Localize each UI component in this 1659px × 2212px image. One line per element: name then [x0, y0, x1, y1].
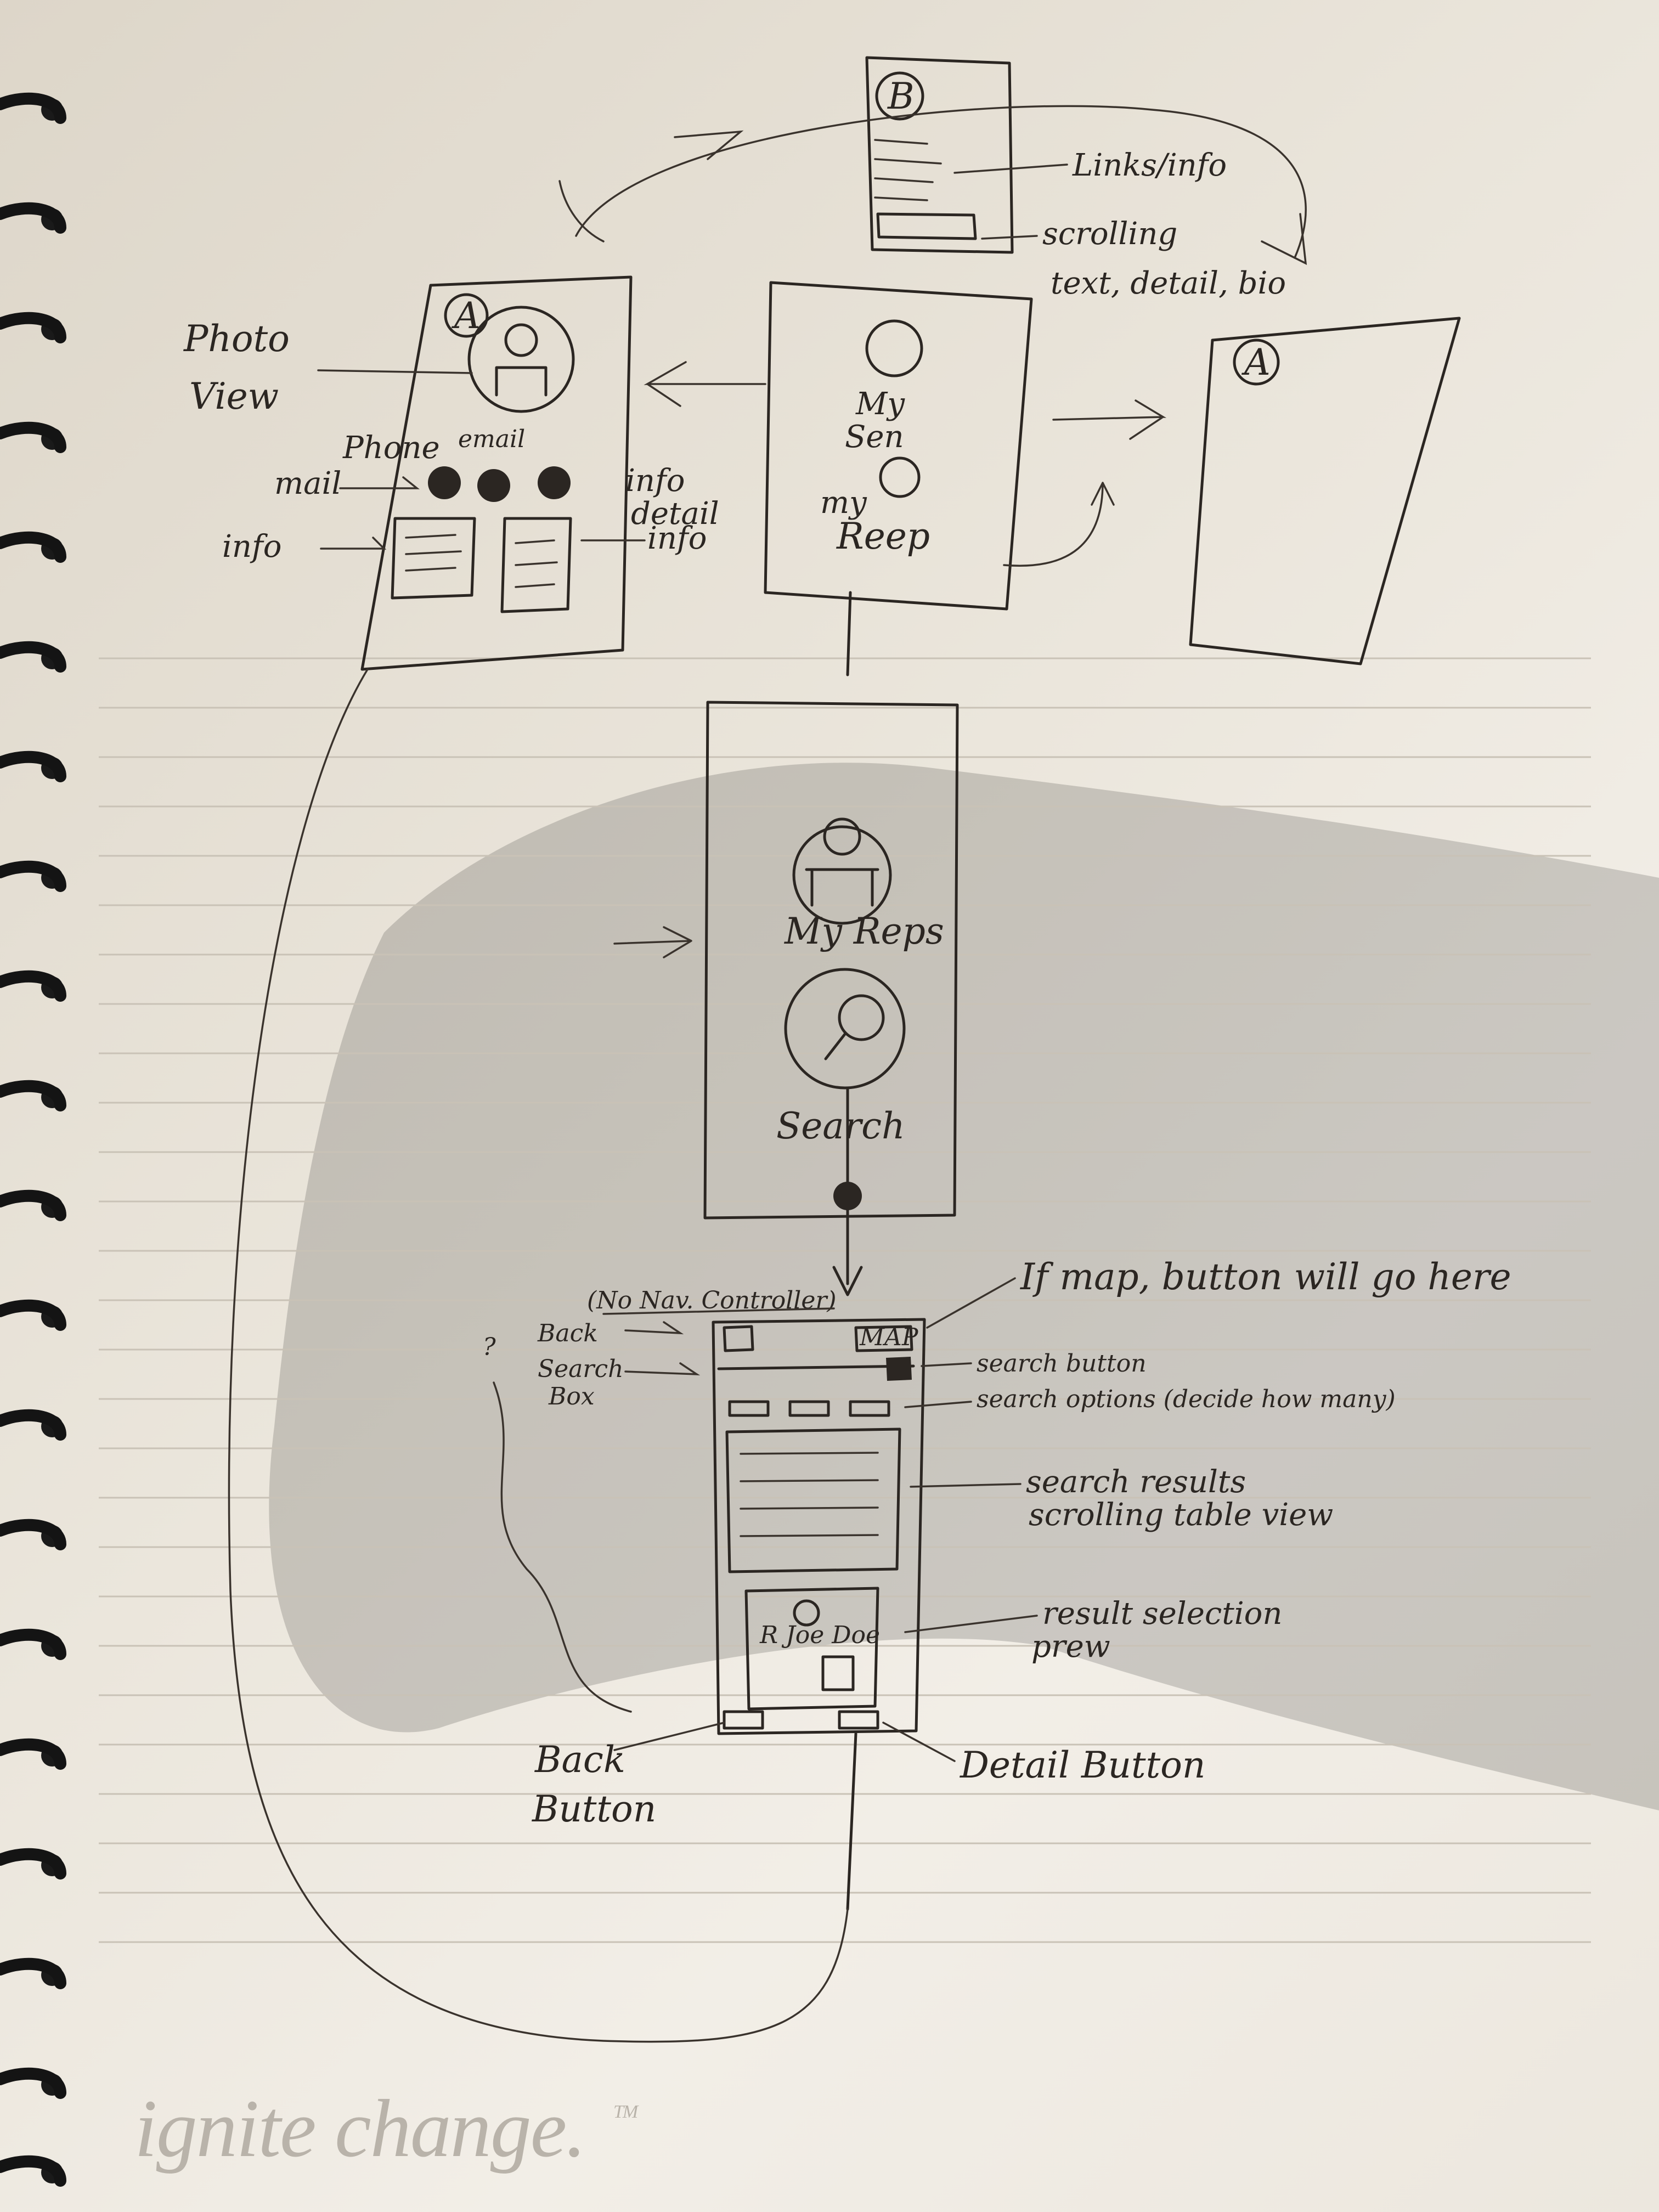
detail-button-annotation: Detail Button [960, 1744, 1205, 1786]
result-selection-annotation-2: prew [1031, 1629, 1110, 1664]
screen-a-right-sketch: A [1189, 317, 1461, 665]
info-detail-annotation-1: info [625, 463, 685, 499]
nav-controller-annotation: (No Nav. Controller) [587, 1286, 837, 1314]
phone-annotation: Phone [342, 430, 440, 466]
screen-search-sketch: MAP R Joe Doe [712, 1318, 926, 1911]
screen-home-small-sketch [764, 281, 1033, 676]
trademark-mark: TM [613, 2102, 639, 2122]
screen-home-sketch [703, 701, 959, 1296]
search-label: Search [776, 1105, 905, 1147]
map-note-annotation: If map, button will go here [1020, 1256, 1511, 1298]
my-sen-annotation-1: My [855, 386, 905, 422]
search-results-annotation-1: search results [1026, 1464, 1246, 1500]
map-button-label: MAP [859, 1323, 919, 1351]
back-small-annotation: Back [537, 1319, 598, 1347]
my-rep-annotation-2: Reep [836, 515, 930, 557]
screen-b-sketch: B [865, 56, 1014, 254]
preview-name: R Joe Doe [759, 1621, 880, 1649]
search-options-annotation: search options (decide how many) [977, 1385, 1396, 1413]
info-right-annotation: info [647, 521, 707, 556]
my-sen-annotation-2: Sen [845, 419, 904, 455]
screen-b-label: B [887, 75, 915, 117]
hand-shadow [269, 763, 1659, 1810]
my-reps-label: My Reps [784, 910, 944, 952]
search-results-annotation-2: scrolling table view [1029, 1497, 1333, 1533]
mail-annotation: mail [274, 466, 341, 501]
search-button-annotation: search button [977, 1350, 1147, 1378]
screen-a-sketch: A [360, 275, 633, 671]
box-small-annotation: Box [548, 1383, 595, 1410]
info-left-annotation: info [222, 529, 281, 565]
result-selection-annotation-1: result selection [1042, 1596, 1282, 1632]
scrolling-detail-annotation: text, detail, bio [1051, 266, 1286, 301]
view-annotation: View [189, 375, 279, 417]
links-info-annotation: Links/info [1072, 148, 1227, 183]
question-mark-annotation: ? [483, 1333, 496, 1361]
back-button-annotation-2: Button [532, 1788, 656, 1830]
ignite-change-watermark: ignite change. [134, 2083, 585, 2174]
screen-a-right-label: A [1241, 341, 1271, 383]
ruled-lines [99, 657, 1591, 1943]
photo-annotation: Photo [183, 318, 290, 360]
screen-a-label: A [451, 295, 481, 337]
search-small-annotation: Search [538, 1355, 623, 1383]
back-button-annotation-1: Back [534, 1739, 625, 1781]
scrolling-annotation: scrolling [1042, 216, 1177, 252]
spiral-binding [0, 92, 66, 2187]
email-annotation: email [458, 425, 525, 453]
info-detail-annotation-2: detail [631, 496, 719, 532]
my-rep-annotation-1: my [820, 485, 867, 521]
